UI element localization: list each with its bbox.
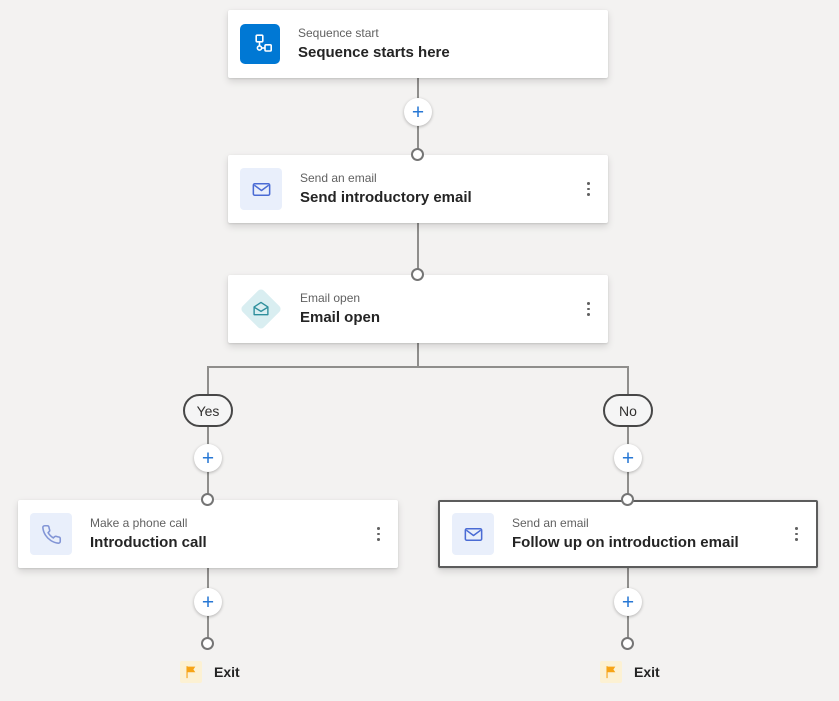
card-text: Email open Email open <box>300 291 380 327</box>
connector-dot <box>201 637 214 650</box>
phone-call-card[interactable]: Make a phone call Introduction call <box>18 500 398 568</box>
connector-dot <box>411 148 424 161</box>
exit-node[interactable]: Exit <box>600 661 660 683</box>
step-title: Follow up on introduction email <box>512 534 739 551</box>
email-open-condition-card[interactable]: Email open Email open <box>228 275 608 343</box>
connector-line <box>417 342 419 368</box>
connector-line <box>627 366 629 396</box>
add-step-button[interactable]: + <box>614 444 642 472</box>
card-text: Sequence start Sequence starts here <box>298 26 450 62</box>
connector-dot <box>621 493 634 506</box>
step-type-label: Sequence start <box>298 26 379 40</box>
mail-open-icon <box>239 287 283 331</box>
step-title: Send introductory email <box>300 189 472 206</box>
sequence-start-icon <box>240 24 280 64</box>
step-type-label: Send an email <box>300 171 377 185</box>
more-options-icon <box>377 527 380 531</box>
connector-dot <box>201 493 214 506</box>
add-step-button[interactable]: + <box>194 444 222 472</box>
exit-label: Exit <box>214 664 240 680</box>
connector-dot <box>621 637 634 650</box>
add-step-button[interactable]: + <box>614 588 642 616</box>
more-options-icon <box>587 182 590 186</box>
connector-line <box>207 366 209 396</box>
branch-no-pill: No <box>603 394 653 427</box>
step-title: Sequence starts here <box>298 44 450 61</box>
card-text: Send an email Send introductory email <box>300 171 472 207</box>
phone-icon <box>30 513 72 555</box>
exit-label: Exit <box>634 664 660 680</box>
connector-line <box>417 222 419 276</box>
more-options-icon <box>587 302 590 306</box>
sequence-start-card[interactable]: Sequence start Sequence starts here <box>228 10 608 78</box>
card-text: Make a phone call Introduction call <box>90 516 207 552</box>
card-text: Send an email Follow up on introduction … <box>512 516 739 552</box>
more-options-button[interactable] <box>583 300 594 317</box>
step-title: Email open <box>300 309 381 326</box>
send-email-card[interactable]: Send an email Send introductory email <box>228 155 608 223</box>
step-type-label: Make a phone call <box>90 516 188 530</box>
more-options-button[interactable] <box>583 180 594 197</box>
add-step-button[interactable]: + <box>404 98 432 126</box>
flag-icon <box>600 661 622 683</box>
step-type-label: Send an email <box>512 516 589 530</box>
more-options-icon <box>795 527 798 531</box>
step-title: Introduction call <box>90 534 207 551</box>
mail-icon <box>240 168 282 210</box>
exit-node[interactable]: Exit <box>180 661 240 683</box>
connector-dot <box>411 268 424 281</box>
more-options-button[interactable] <box>791 525 802 542</box>
flag-icon <box>180 661 202 683</box>
branch-yes-pill: Yes <box>183 394 233 427</box>
follow-up-email-card[interactable]: Send an email Follow up on introduction … <box>438 500 818 568</box>
more-options-button[interactable] <box>373 525 384 542</box>
mail-icon <box>452 513 494 555</box>
step-type-label: Email open <box>300 291 361 305</box>
branch-connector-line <box>207 366 629 368</box>
add-step-button[interactable]: + <box>194 588 222 616</box>
